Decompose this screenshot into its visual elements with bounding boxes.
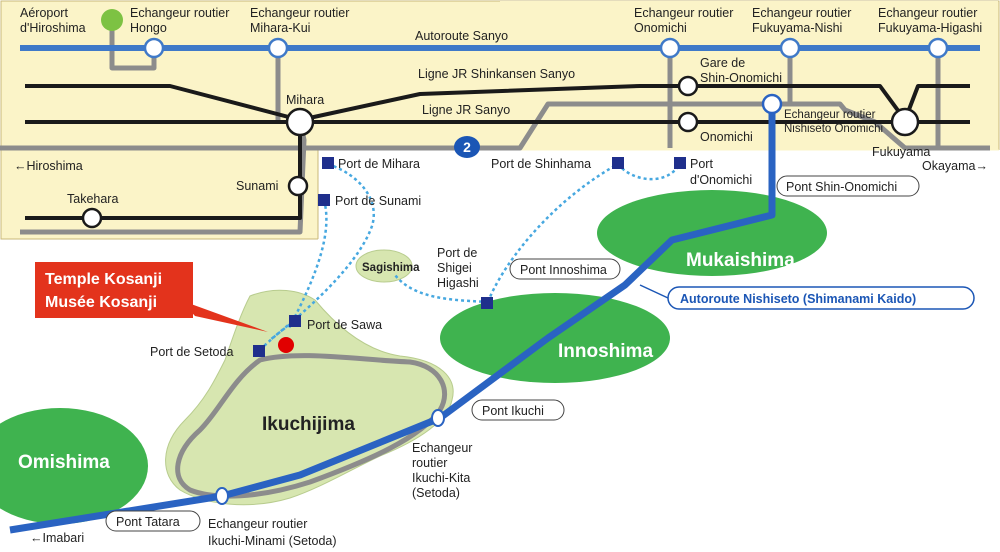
port-shigei-marker bbox=[481, 297, 493, 309]
port-sawa-marker bbox=[289, 315, 301, 327]
bridge-tatara-label: Pont Tatara bbox=[116, 515, 180, 529]
route-2-number: 2 bbox=[463, 139, 471, 155]
port-sunami-marker bbox=[318, 194, 330, 206]
airport-dot bbox=[101, 9, 123, 31]
hongo-ic-marker bbox=[143, 37, 165, 59]
port-setoda-marker bbox=[253, 345, 265, 357]
bridge-shin-onomichi-label: Pont Shin-Onomichi bbox=[786, 180, 897, 194]
sunami-label: Sunami bbox=[236, 179, 278, 193]
shin-onomichi-station bbox=[677, 75, 699, 97]
fukuyama-higashi-ic-marker bbox=[927, 37, 949, 59]
port-shinhama-marker bbox=[612, 157, 624, 169]
omishima-label: Omishima bbox=[18, 452, 110, 473]
port-markers bbox=[253, 157, 686, 357]
bridge-tatara: Pont Tatara bbox=[105, 510, 201, 532]
callout-line1: Temple Kosanji bbox=[45, 271, 162, 288]
port-sawa-label: Port de Sawa bbox=[307, 318, 382, 332]
innoshima-island bbox=[440, 293, 670, 383]
ikuchi-kita-ic-label: Echangeur routier Ikuchi-Kita (Setoda) bbox=[412, 441, 476, 500]
nishiseto-label-box: Autoroute Nishiseto (Shimanami Kaido) bbox=[667, 286, 975, 310]
shin-onomichi-label: Gare de Shin-Onomichi bbox=[700, 56, 782, 85]
ikuchi-minami-ic-marker bbox=[215, 487, 229, 505]
bridge-ikuchi: Pont Ikuchi bbox=[471, 399, 565, 421]
jr-sanyo-label: Ligne JR Sanyo bbox=[422, 103, 510, 117]
sanyo-expressway-label: Autoroute Sanyo bbox=[415, 29, 508, 43]
shinkansen-label: Ligne JR Shinkansen Sanyo bbox=[418, 67, 575, 81]
port-onomichi-marker bbox=[674, 157, 686, 169]
sagishima-island bbox=[355, 249, 413, 283]
port-mihara-marker bbox=[322, 157, 334, 169]
bridge-shin-onomichi: Pont Shin-Onomichi bbox=[776, 175, 920, 197]
port-setoda-label: Port de Setoda bbox=[150, 345, 233, 359]
imabari-label: ←Imabari bbox=[30, 531, 84, 545]
route-markers bbox=[215, 409, 445, 505]
callout-line2: Musée Kosanji bbox=[45, 294, 157, 311]
onomichi-ic-label: Echangeur routier Onomichi bbox=[634, 6, 737, 35]
bridge-ikuchi-label: Pont Ikuchi bbox=[482, 404, 544, 418]
mihara-kui-ic-marker bbox=[267, 37, 289, 59]
airport-label: Aéroport d'Hiroshima bbox=[20, 6, 86, 35]
nishiseto-label: Autoroute Nishiseto (Shimanami Kaido) bbox=[680, 292, 916, 306]
port-onomichi-label: Port d'Onomichi bbox=[690, 157, 752, 187]
port-shigei-label: Port de Shigei Higashi bbox=[437, 246, 481, 290]
fukuyama-higashi-ic-label: Echangeur routier Fukuyama-Higashi bbox=[878, 6, 982, 35]
bridge-innoshima-label: Pont Innoshima bbox=[520, 263, 607, 277]
fukuyama-nishi-ic-label: Echangeur routier Fukuyama-Nishi bbox=[752, 6, 855, 35]
nishiseto-ic-label: Echangeur routier Nishiseto Onomichi bbox=[784, 109, 883, 135]
innoshima-label: Innoshima bbox=[558, 341, 653, 362]
onomichi-station bbox=[677, 111, 699, 133]
station-markers bbox=[81, 9, 949, 353]
ikuchi-kita-ic-marker bbox=[431, 409, 445, 427]
ikuchijima-label: Ikuchijima bbox=[262, 414, 355, 435]
bridge-innoshima: Pont Innoshima bbox=[509, 258, 621, 280]
port-shinhama-label: Port de Shinhama bbox=[491, 157, 591, 171]
rail-lines bbox=[25, 84, 970, 220]
ikuchi-minami-ic-label: Echangeur routier Ikuchi-Minami (Setoda) bbox=[208, 517, 337, 548]
takehara-label: Takehara bbox=[67, 192, 118, 206]
okayama-label: Okayama→ bbox=[922, 159, 988, 173]
route-2-shield: 2 bbox=[454, 136, 480, 158]
fukuyama-label: Fukuyama bbox=[872, 145, 930, 159]
takehara-station bbox=[81, 207, 103, 229]
nishiseto-expressway bbox=[9, 104, 776, 534]
mukaishima-label: Mukaishima bbox=[686, 250, 795, 271]
nishiseto-ic-marker bbox=[761, 93, 783, 115]
omishima-island bbox=[0, 408, 148, 524]
mihara-kui-ic-label: Echangeur routier Mihara-Kui bbox=[250, 6, 353, 35]
port-sunami-label: Port de Sunami bbox=[335, 194, 421, 208]
nishiseto-leader-line bbox=[639, 284, 669, 299]
mihara-station bbox=[285, 107, 315, 137]
fukuyama-station bbox=[890, 107, 920, 137]
hiroshima-label: ←Hiroshima bbox=[14, 159, 83, 173]
mihara-label: Mihara bbox=[286, 93, 324, 107]
temple-kosanji-dot bbox=[278, 337, 294, 353]
sagishima-label: Sagishima bbox=[362, 262, 420, 274]
kosanji-callout: Temple Kosanji Musée Kosanji bbox=[35, 262, 268, 332]
hongo-ic-label: Echangeur routier Hongo bbox=[130, 6, 233, 35]
fukuyama-nishi-ic-marker bbox=[779, 37, 801, 59]
onomichi-label: Onomichi bbox=[700, 130, 753, 144]
sunami-station bbox=[287, 175, 309, 197]
onomichi-ic-marker bbox=[659, 37, 681, 59]
port-mihara-label: Port de Mihara bbox=[338, 157, 420, 171]
